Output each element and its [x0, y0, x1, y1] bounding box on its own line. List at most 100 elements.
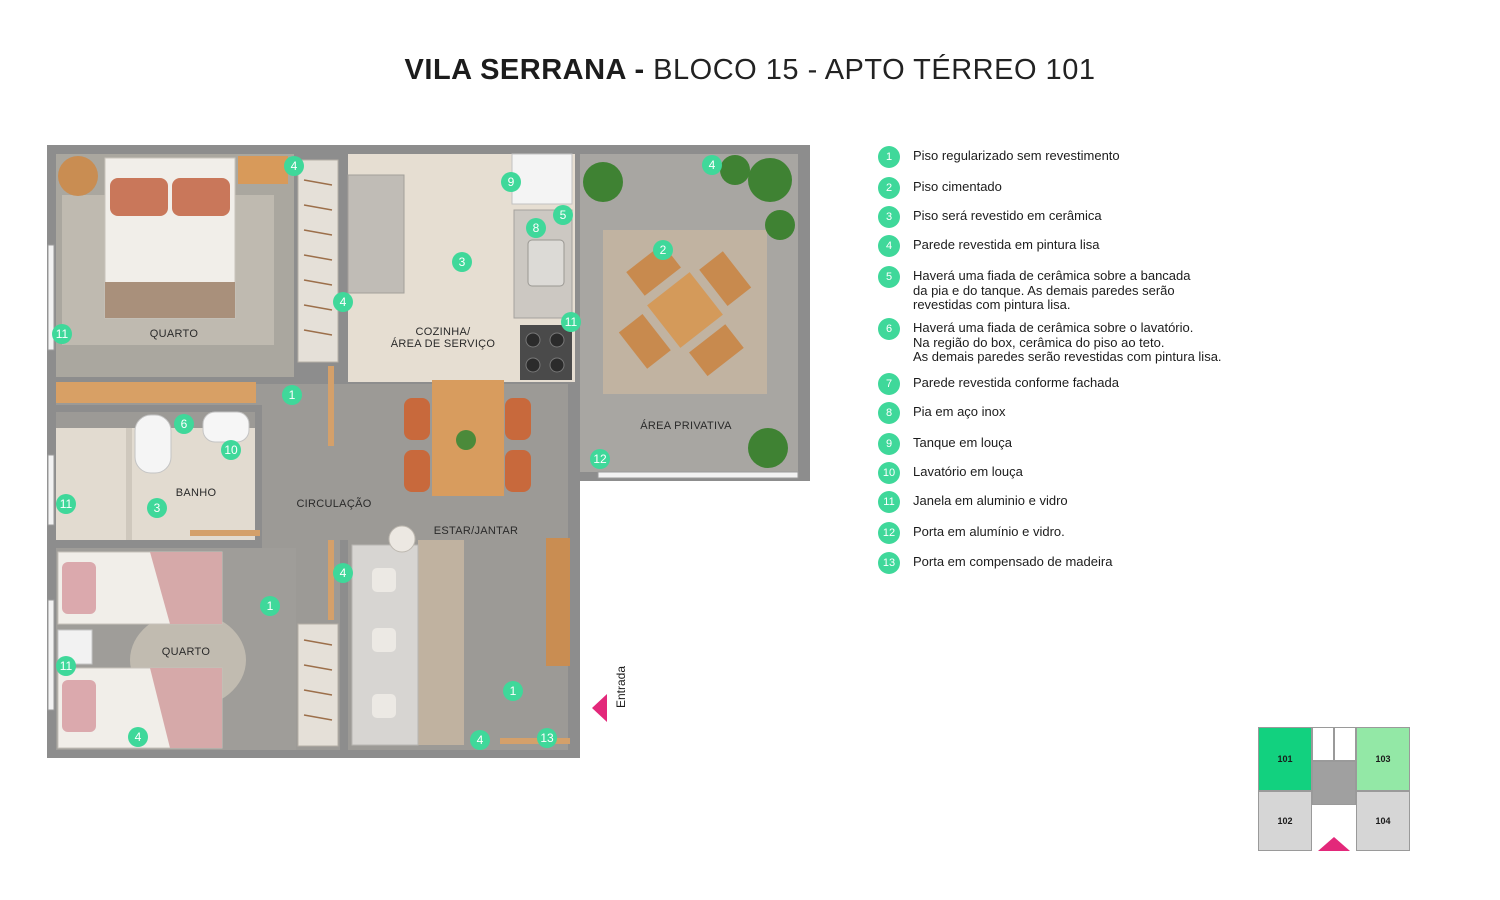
marker-circle [470, 730, 490, 750]
marker-11: 11 [561, 312, 581, 332]
marker-label: 4 [340, 566, 347, 580]
shower-divider [126, 428, 132, 540]
wall [568, 384, 576, 750]
room-label-cozinha: COZINHA/ [416, 326, 472, 338]
marker-circle [56, 656, 76, 676]
pillow [62, 562, 96, 614]
marker-label: 5 [560, 208, 567, 222]
sink [527, 239, 565, 287]
marker-label: 4 [709, 158, 716, 172]
legend-number: 11 [878, 491, 900, 513]
legend-text: Piso cimentado [913, 179, 1002, 194]
legend-number: 5 [878, 266, 900, 288]
title-project: VILA SERRANA - [404, 54, 645, 86]
legend-number: 13 [878, 552, 900, 574]
marker-label: 11 [60, 659, 73, 673]
nightstand [238, 156, 288, 184]
plants [583, 155, 795, 468]
marker-4: 4 [333, 292, 353, 312]
stove [520, 325, 572, 380]
marker-circle [503, 681, 523, 701]
marker-circle [526, 218, 546, 238]
wardrobe-hangers [303, 639, 333, 721]
page-title: VILA SERRANA - BLOCO 15 - APTO TÉRREO 10… [0, 54, 1500, 87]
pillow [110, 178, 168, 216]
legend-number: 9 [878, 433, 900, 455]
marker-11: 11 [52, 324, 72, 344]
marker-circle [702, 155, 722, 175]
marker-circle [282, 385, 302, 405]
wall [340, 540, 348, 750]
keymap-entrance-arrow [1318, 837, 1350, 851]
legend-text: Lavatório em louça [913, 464, 1023, 479]
toilet [134, 414, 172, 474]
marker-circle [56, 494, 76, 514]
stair-cell [1312, 727, 1334, 761]
marker-circle [52, 324, 72, 344]
legend-number: 1 [878, 146, 900, 168]
marker-4: 4 [470, 730, 490, 750]
marker-label: 3 [459, 255, 466, 269]
legend-item: 10 Lavatório em louça [878, 462, 1023, 484]
room-label-estar-jantar: ESTAR/JANTAR [434, 525, 518, 537]
marker-label: 4 [291, 159, 298, 173]
unit-104: 104 [1356, 791, 1410, 851]
entrance-label: Entrada [614, 665, 628, 708]
unit-101: 101 [1258, 727, 1312, 791]
core-block [1312, 761, 1356, 805]
marker-11: 11 [56, 656, 76, 676]
marker-label: 13 [540, 731, 554, 745]
marker-11: 11 [56, 494, 76, 514]
legend-number: 10 [878, 462, 900, 484]
legend-text: Porta em compensado de madeira [913, 554, 1113, 569]
legend-text: Haverá uma fiada de cerâmica sobre a ban… [913, 268, 1191, 312]
marker-circle [221, 440, 241, 460]
marker-label: 1 [267, 599, 274, 613]
marker-4: 4 [333, 563, 353, 583]
marker-label: 11 [56, 327, 69, 341]
side-table [388, 525, 416, 553]
marker-circle [333, 563, 353, 583]
unit-102: 102 [1258, 791, 1312, 851]
wardrobe-hangers [303, 179, 333, 336]
cushions [372, 568, 396, 718]
marker-4: 4 [128, 727, 148, 747]
room-label-quarto-bottom: QUARTO [162, 646, 211, 658]
marker-label: 12 [593, 452, 607, 466]
windows [47, 244, 799, 711]
room-label-area-servico: ÁREA DE SERVIÇO [391, 337, 496, 350]
marker-label: 4 [340, 295, 347, 309]
doors [190, 366, 570, 744]
marker-3: 3 [147, 498, 167, 518]
legend-text: Porta em alumínio e vidro. [913, 524, 1065, 539]
marker-label: 4 [135, 730, 142, 744]
pillow [62, 680, 96, 732]
pillow [172, 178, 230, 216]
marker-circle [452, 252, 472, 272]
marker-13: 13 [537, 728, 557, 748]
rug [418, 540, 464, 745]
tv-rack [546, 538, 570, 666]
marker-label: 6 [181, 417, 188, 431]
marker-circle [260, 596, 280, 616]
legend-number: 6 [878, 318, 900, 340]
legend-number: 4 [878, 235, 900, 257]
room-label-circulacao: CIRCULAÇÃO [296, 497, 371, 510]
marker-circle [333, 292, 353, 312]
legend-item: 13 Porta em compensado de madeira [878, 552, 1112, 574]
marker-12: 12 [590, 449, 610, 469]
washbasin [202, 411, 250, 443]
marker-circle [501, 172, 521, 192]
outdoor-table-set [618, 243, 752, 377]
unit-keymap: 101 103 102 104 [1258, 727, 1410, 851]
marker-label: 11 [565, 315, 578, 329]
entrance-arrow [592, 694, 607, 722]
legend-text: Parede revestida conforme fachada [913, 375, 1119, 390]
bed-blanket [105, 282, 235, 318]
legend-number: 12 [878, 522, 900, 544]
marker-label: 9 [508, 175, 515, 189]
